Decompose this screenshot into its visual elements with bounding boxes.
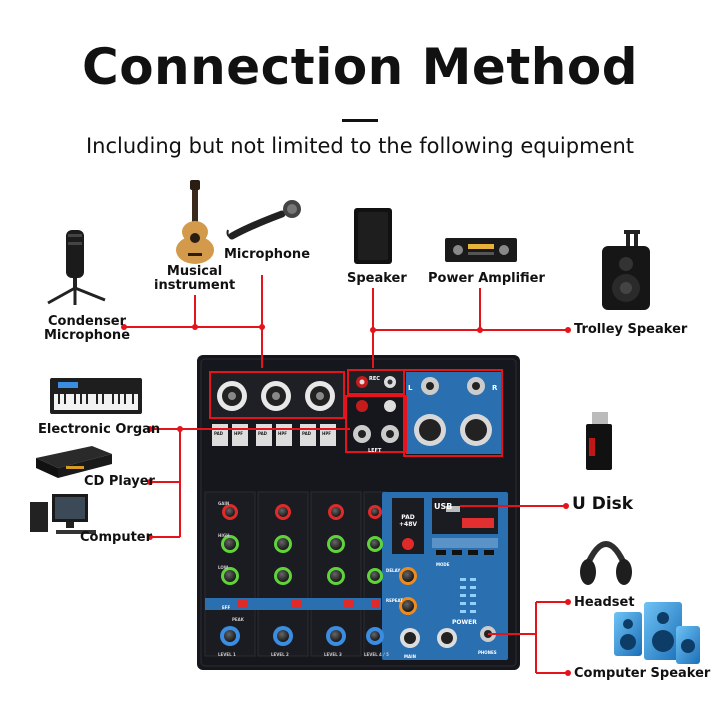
connector-dots <box>121 324 571 676</box>
rec-label: REC <box>369 376 380 382</box>
gain-label: GAIN <box>218 501 230 506</box>
power-amplifier-label: Power Amplifier <box>428 271 545 286</box>
switch-label-5: PAD <box>302 431 311 436</box>
title-divider <box>342 119 378 122</box>
cd-player-icon <box>36 446 112 478</box>
low-eq-knobs <box>221 567 383 585</box>
condenser-microphone-label: Condenser Microphone <box>44 314 131 343</box>
phantom-power-label: PAD +48V <box>399 514 418 528</box>
switch-label-1: PAD <box>214 431 223 436</box>
switch-label-4: HPF <box>278 431 288 436</box>
level-2-label: LEVEL 2 <box>271 652 289 657</box>
peak-label: PEAK <box>232 617 244 622</box>
desktop-computer-icon <box>30 494 96 534</box>
output-r-label: R <box>492 384 498 392</box>
switch-label-3: PAD <box>258 431 267 436</box>
repeat-label: REPEAT <box>386 598 403 603</box>
switch-label-6: HPF <box>322 431 332 436</box>
delay-label: DELAY <box>386 568 401 573</box>
page-subtitle: Including but not limited to the followi… <box>85 134 635 158</box>
level-4-5-label: LEVEL 4 / 5 <box>364 652 389 657</box>
low-label: LOW <box>218 565 229 570</box>
level-knobs <box>220 626 384 646</box>
trolley-speaker-label: Trolley Speaker <box>574 322 688 337</box>
left-input-label: LEFT <box>368 448 382 454</box>
page-title: Connection Method <box>82 38 638 96</box>
handheld-microphone-icon <box>226 200 301 240</box>
microphone-label: Microphone <box>224 247 311 262</box>
mode-label: MODE <box>436 562 450 567</box>
main-label: MAIN <box>404 654 416 659</box>
computer-label: Computer <box>80 530 153 545</box>
usb-flash-drive-icon <box>586 412 612 470</box>
switch-label-2: HPF <box>234 431 244 436</box>
power-label: POWER <box>452 619 477 626</box>
u-disk-label: U Disk <box>572 494 634 514</box>
highlight-boxes <box>209 369 503 457</box>
gain-knobs <box>222 504 382 520</box>
headset-label: Headset <box>574 595 635 610</box>
computer-speaker-label: Computer Speaker <box>574 666 711 681</box>
condenser-microphone-icon <box>47 230 106 305</box>
power-amplifier-icon <box>445 238 517 262</box>
speaker-label: Speaker <box>347 271 407 286</box>
phones-label: PHONES <box>478 650 497 655</box>
musical-instrument-label: Musical instrument <box>154 264 236 293</box>
headphones-icon <box>580 541 632 585</box>
cd-player-label: CD Player <box>84 474 155 489</box>
output-l-label: L <box>408 384 413 392</box>
xlr-combo-inputs <box>217 381 335 411</box>
high-eq-knobs <box>221 535 383 553</box>
level-3-label: LEVEL 3 <box>324 652 342 657</box>
eff-label: EFF <box>222 605 231 610</box>
acoustic-guitar-icon <box>176 180 214 264</box>
level-1-label: LEVEL 1 <box>218 652 236 657</box>
trolley-speaker-icon <box>602 230 650 310</box>
computer-speaker-icon <box>614 602 700 664</box>
mixer-console <box>197 355 520 670</box>
eff-buttons <box>238 600 380 608</box>
keyboard-icon <box>50 378 142 414</box>
bookshelf-speaker-icon <box>354 208 392 264</box>
high-label: HIGH <box>218 533 230 538</box>
usb-port-label: USB <box>434 502 453 511</box>
electronic-organ-label: Electronic Organ <box>38 422 161 437</box>
